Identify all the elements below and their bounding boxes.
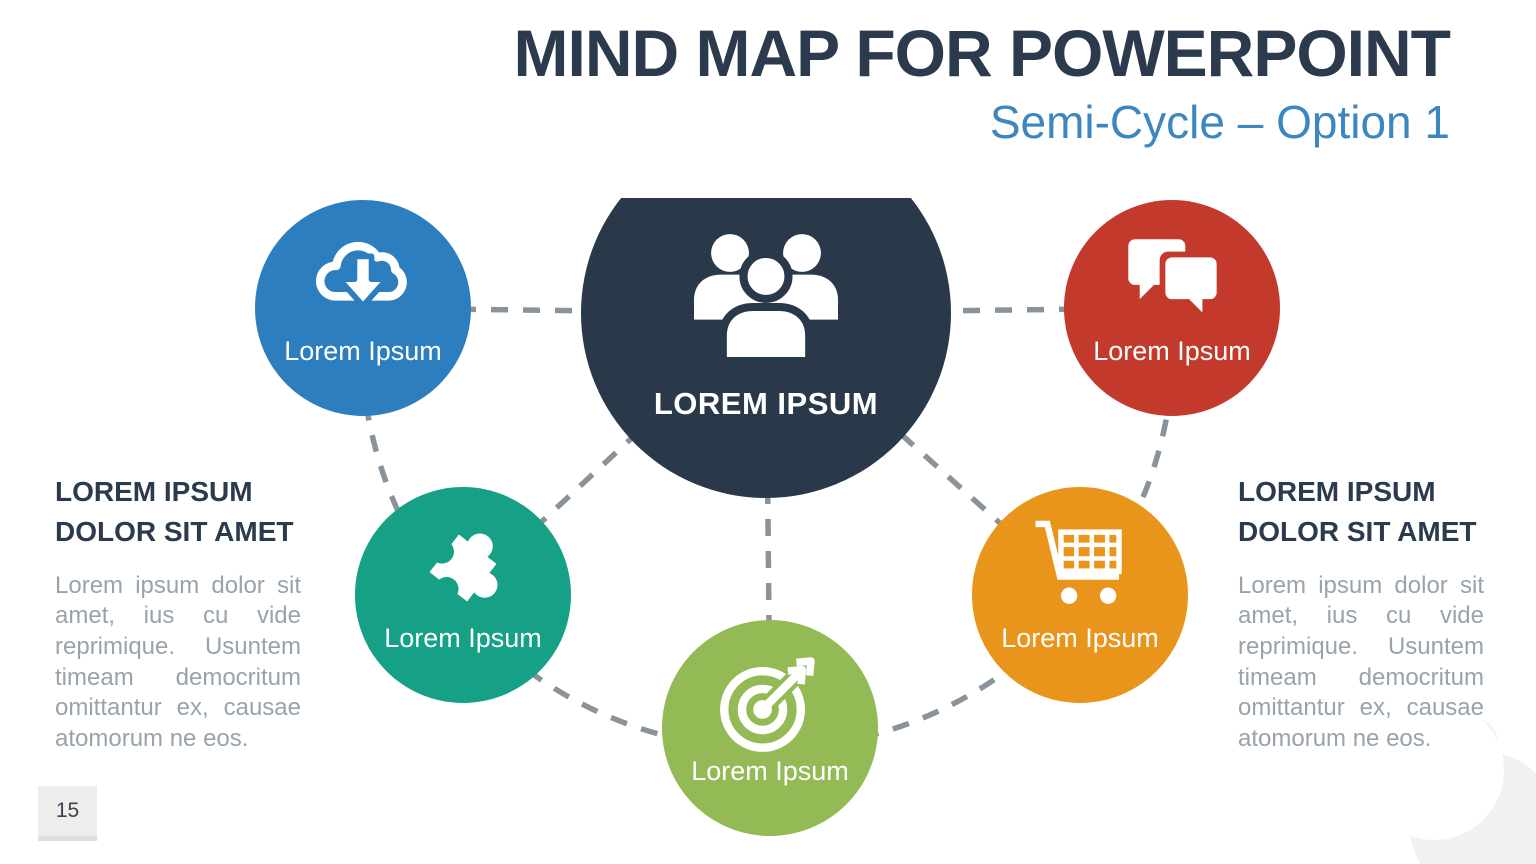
- heading-line: DOLOR SIT AMET: [1238, 515, 1477, 547]
- left-text-heading: LOREM IPSUM DOLOR SIT AMET: [55, 472, 301, 552]
- node-top-left: Lorem Ipsum: [255, 200, 471, 416]
- shopping-cart-icon: [1035, 520, 1122, 604]
- heading-line: LOREM IPSUM: [55, 476, 253, 507]
- center-node: LOREM IPSUM: [581, 198, 951, 498]
- heading-line: DOLOR SIT AMET: [55, 515, 294, 547]
- node-bottom: Lorem Ipsum: [662, 620, 878, 836]
- cloud-download-icon: [315, 241, 407, 309]
- node-top-right: Lorem Ipsum: [1064, 200, 1280, 416]
- chat-bubbles-icon: [1128, 239, 1223, 313]
- node-mid-right: Lorem Ipsum: [972, 487, 1188, 703]
- watermark-logo: [1366, 714, 1536, 864]
- right-text-block: LOREM IPSUM DOLOR SIT AMET Lorem ipsum d…: [1238, 472, 1484, 755]
- heading-line: LOREM IPSUM: [1238, 476, 1436, 507]
- left-text-body: Lorem ipsum dolor sit amet, ius cu vide …: [55, 571, 301, 753]
- node-label: Lorem Ipsum: [384, 623, 542, 653]
- puzzle-piece-icon: [429, 533, 498, 602]
- page-title: MIND MAP FOR POWERPOINT: [513, 16, 1451, 90]
- page-subtitle: Semi-Cycle – Option 1: [989, 96, 1450, 149]
- left-text-block: LOREM IPSUM DOLOR SIT AMET Lorem ipsum d…: [55, 472, 301, 755]
- node-label: Lorem Ipsum: [1001, 623, 1159, 653]
- center-node-label: LOREM IPSUM: [653, 386, 879, 421]
- header: MIND MAP FOR POWERPOINT Semi-Cycle – Opt…: [513, 16, 1451, 149]
- node-label: Lorem Ipsum: [1093, 336, 1251, 366]
- node-label: Lorem Ipsum: [284, 336, 442, 366]
- users-group-icon: [694, 234, 838, 361]
- page-number-badge: 15: [38, 786, 97, 841]
- right-text-body: Lorem ipsum dolor sit amet, ius cu vide …: [1238, 571, 1484, 753]
- target-arrow-icon: [720, 657, 815, 752]
- right-text-heading: LOREM IPSUM DOLOR SIT AMET: [1238, 472, 1484, 552]
- node-mid-left: Lorem Ipsum: [355, 487, 571, 703]
- node-label: Lorem Ipsum: [691, 756, 849, 786]
